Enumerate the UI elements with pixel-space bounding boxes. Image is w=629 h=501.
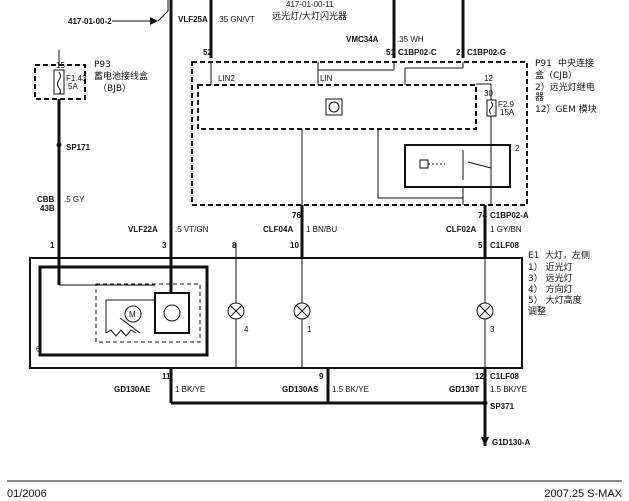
pin-74: 74 (478, 211, 487, 220)
fuse-icon-f2-9 (489, 101, 493, 115)
cjb-pin-12: 12 (484, 74, 493, 83)
relay-switch-icon (467, 161, 492, 169)
bjb-name: 蓄电池接线盒 (94, 70, 148, 82)
bulb-4-icon (227, 302, 245, 320)
cjb-line3: 2）远光灯继电 (535, 81, 595, 93)
relay-coil-icon (419, 159, 429, 169)
pin-9: 9 (319, 372, 324, 381)
wire-gd130as: GD130AS (282, 385, 319, 394)
cjb-lin2: LIN2 (218, 74, 235, 83)
middle-wires (235, 205, 487, 258)
ground-wires (169, 368, 489, 446)
gem-module-icon (328, 101, 340, 113)
cjb-line1: 中央连接 (558, 57, 594, 69)
top-connections (112, 0, 465, 265)
wire-gd130t-spec: 1.5 BK/YE (490, 385, 527, 394)
bjb-id: P93 (94, 60, 111, 70)
motor-icon (124, 305, 142, 323)
wire-cbb-spec: .5 GY (64, 195, 85, 204)
connector-c1lf08-top: C1LF08 (490, 241, 519, 250)
lamp-id: E1 (528, 251, 539, 261)
lamp-sub-4: 4 (244, 325, 249, 334)
lamp-line1: 大灯，左侧 (545, 249, 590, 261)
wire-vlf25a: VLF25A (178, 15, 208, 24)
splice-sp371-dot (482, 400, 488, 406)
pin-76: 76 (292, 211, 301, 220)
pin-8: 8 (232, 241, 237, 250)
connector-c1bp02-g: C1BP02-G (467, 48, 506, 57)
lamp-sub-6: 6 (36, 345, 41, 354)
lamp-sub-1: 1 (307, 325, 312, 334)
wire-gd130ae: GD130AE (114, 385, 151, 394)
connector-c1lf08-bottom: C1LF08 (490, 372, 519, 381)
cjb-fuse-id: F2.9 (498, 100, 515, 109)
wire-vmc34a: VMC34A (346, 35, 379, 44)
connector-c1bp02-c: C1BP02-C (398, 48, 437, 57)
bjb-box (34, 50, 86, 258)
bulb-1-icon (293, 302, 311, 320)
splice-sp171: SP171 (66, 143, 91, 152)
cjb-box (191, 61, 528, 206)
ref-417-01-00-11: 417-01-00-11 (286, 0, 334, 9)
wire-gd130t: GD130T (449, 385, 479, 394)
wire-clf02a-spec: 1 GY/BN (490, 225, 522, 234)
lamp-line6: 调整 (528, 305, 546, 317)
wire-43b: 43B (40, 204, 55, 213)
wire-vlf25a-spec: .35 GN/VT (217, 15, 255, 24)
wire-cbb: CBB (37, 195, 55, 204)
pin-12: 12 (475, 372, 484, 381)
high-beam-flasher-title: 远光灯/大灯闪光器 (272, 10, 347, 22)
lamp-line4: 4） 方向灯 (528, 283, 573, 295)
lamp-line2: 1） 近光灯 (528, 261, 573, 273)
pin-52: 52 (203, 48, 212, 57)
wire-clf04a: CLF04A (263, 225, 293, 234)
wire-gd130as-spec: 1.5 BK/YE (332, 385, 369, 394)
bjb-abbr: （BJB） (98, 83, 131, 94)
pin-11: 11 (162, 372, 171, 381)
pin-2: 2 (456, 48, 461, 57)
level-module-icon (163, 304, 181, 322)
wire-clf02a: CLF02A (446, 225, 476, 234)
cjb-lin: LIN (320, 74, 333, 83)
cjb-id: P91 (535, 59, 552, 69)
wire-vmc34a-spec: .35 WH (397, 35, 424, 44)
lamp-line3: 3） 远光灯 (528, 272, 573, 284)
pin-3: 3 (162, 241, 167, 250)
cjb-line4: 器 (535, 92, 544, 103)
ref-417-01-00-2: 417-01-00-2 (68, 17, 112, 26)
ground-g1d130-a: G1D130-A (492, 438, 530, 447)
wire-vlf22a: VLF22A (128, 225, 158, 234)
pin-5: 5 (478, 241, 483, 250)
wire-gd130ae-spec: 1 BK/YE (175, 385, 205, 394)
wire-clf04a-spec: 1 BN/BU (306, 225, 337, 234)
pin-51: 51 (386, 48, 395, 57)
splice-sp371: SP371 (490, 402, 515, 411)
pin-10: 10 (290, 241, 299, 250)
bjb-fuse-pin: 15 (56, 61, 65, 70)
connector-c1bp02-a: C1BP02-A (490, 211, 529, 220)
bjb-fuse-id: F1.43 (66, 74, 87, 83)
lamp-line5: 5） 大灯高度 (528, 294, 582, 306)
bjb-fuse-rating: 5A (68, 82, 78, 91)
cjb-relay-pin: 2 (515, 144, 520, 153)
motor-label: M (129, 310, 136, 319)
lamp-sub-3: 3 (490, 325, 495, 334)
cjb-fuse-rating: 15A (500, 108, 515, 117)
headlamp-box (29, 257, 523, 369)
bulb-3-icon (476, 302, 494, 320)
cjb-line2: 盒（CJB） (535, 69, 577, 81)
cjb-pin-30: 30 (484, 89, 493, 98)
pin-1: 1 (50, 241, 55, 250)
wire-vlf22a-spec: .5 VT/GN (175, 225, 209, 234)
potentiometer-icon (105, 329, 137, 337)
cjb-line5: 12）GEM 模块 (535, 103, 597, 115)
footer-model: 2007.25 S-MAX (544, 488, 622, 500)
footer-date: 01/2006 (7, 488, 47, 500)
fuse-icon (57, 71, 61, 95)
splice-dot (56, 142, 62, 148)
